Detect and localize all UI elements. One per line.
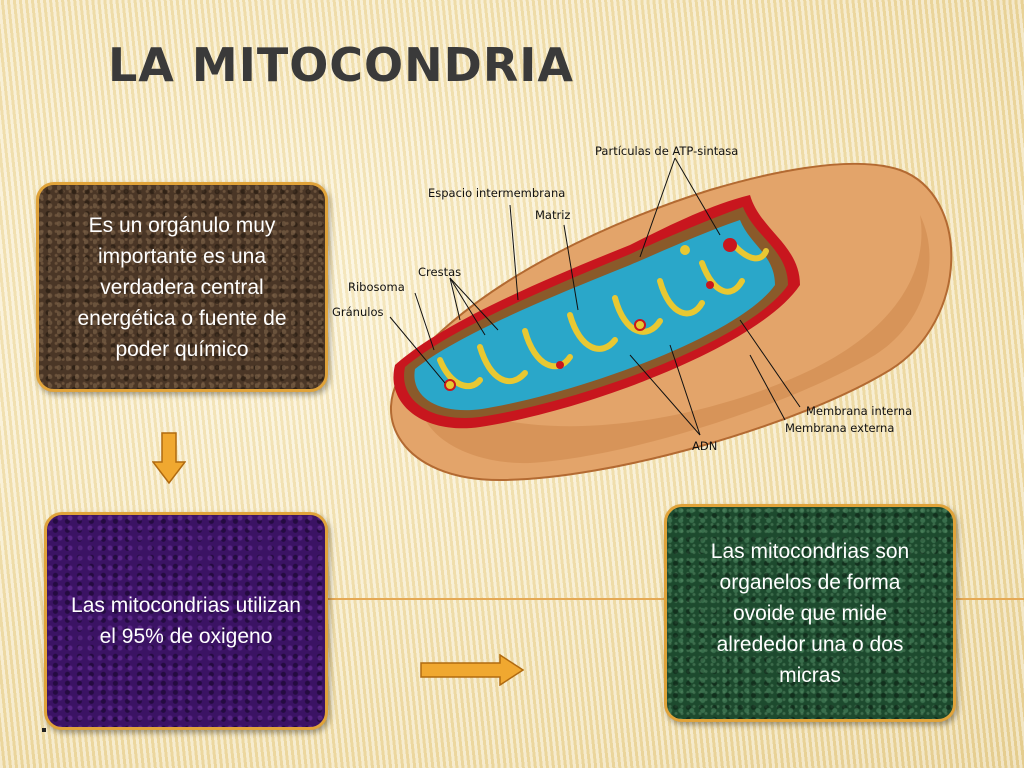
label-granulos: Gránulos	[332, 305, 384, 319]
footer-dot	[42, 728, 46, 732]
connector-line-left	[328, 598, 664, 600]
info-box-forma-ovoide: Las mitocondrias son organelos de forma …	[664, 504, 956, 722]
slide-title: La mitocondria	[108, 38, 574, 92]
mitochondria-diagram: Partículas de ATP-sintasa Espacio interm…	[332, 144, 953, 482]
label-adn: ADN	[692, 439, 717, 453]
matrix-region	[414, 220, 775, 411]
label-ribosoma: Ribosoma	[348, 280, 405, 294]
info-box-oxigeno: Las mitocondrias utilizan el 95% de oxig…	[44, 512, 328, 730]
arrow-down-icon	[152, 432, 186, 484]
connector-line-right	[956, 598, 1024, 600]
label-espacio-intermembrana: Espacio intermembrana	[428, 186, 565, 200]
label-crestas: Crestas	[418, 265, 461, 279]
label-matriz: Matriz	[535, 208, 570, 222]
label-membrana-interna: Membrana interna	[806, 404, 912, 418]
info-box-text: Es un orgánulo muy importante es una ver…	[77, 213, 287, 361]
label-membrana-externa: Membrana externa	[785, 421, 894, 435]
granules	[444, 238, 737, 391]
info-box-text: Las mitocondrias son organelos de forma …	[710, 539, 910, 687]
info-box-text: Las mitocondrias utilizan el 95% de oxig…	[71, 594, 301, 648]
cristae-folds	[437, 240, 769, 390]
info-box-central-energetica: Es un orgánulo muy importante es una ver…	[36, 182, 328, 392]
label-atp-sintasa: Partículas de ATP-sintasa	[595, 144, 738, 158]
arrow-right-icon	[420, 654, 524, 686]
